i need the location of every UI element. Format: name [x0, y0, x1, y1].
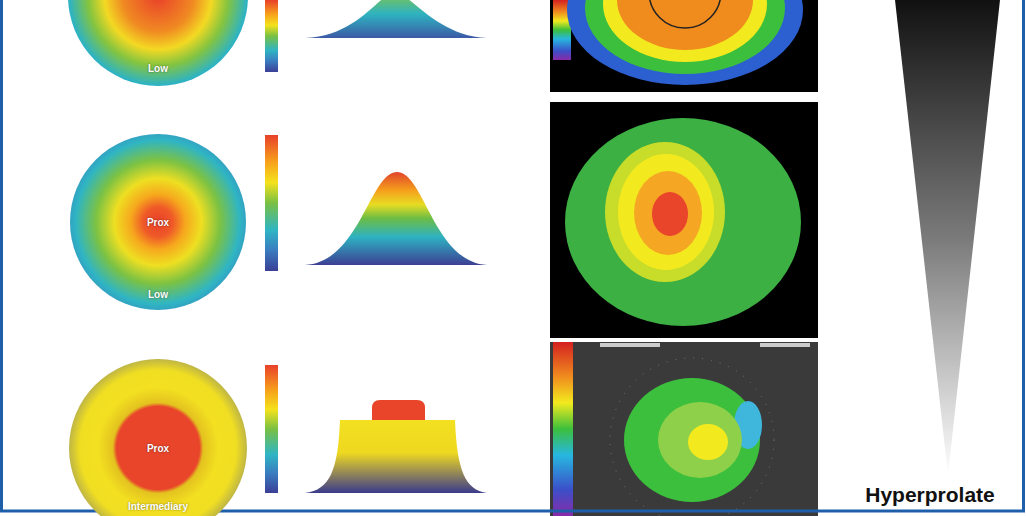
topography-map	[550, 342, 818, 516]
topography-circle: ProxLow	[70, 134, 246, 310]
region-label: Low	[148, 63, 168, 74]
topography-circle: ProxIntermediary	[69, 359, 247, 516]
cross-section-profile	[305, 0, 487, 493]
region-label: Prox	[147, 217, 169, 228]
gradient-wedge	[895, 0, 1000, 475]
topography-map	[550, 0, 818, 92]
topography-circle: Low	[68, 0, 248, 86]
region-label: Prox	[147, 443, 169, 454]
axis-label: Hyperprolate	[865, 483, 995, 507]
topography-map	[550, 102, 818, 338]
region-label: Low	[148, 289, 168, 300]
color-scale	[265, 0, 278, 493]
region-label: Intermediary	[128, 501, 188, 512]
